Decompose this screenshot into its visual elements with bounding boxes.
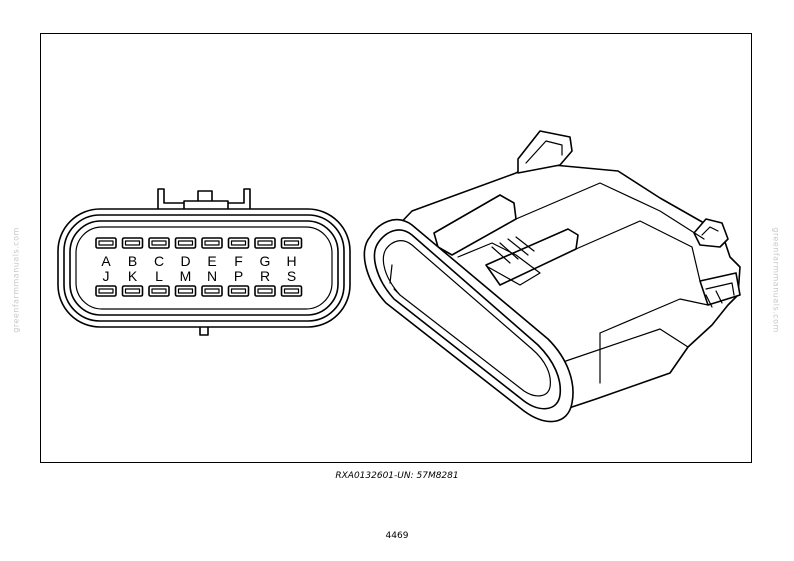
iso-front-face-inner-1 bbox=[373, 229, 562, 410]
iso-front-face-dash bbox=[389, 264, 401, 296]
pin-slot-inner-k bbox=[124, 288, 141, 294]
connector-isometric-view bbox=[363, 130, 741, 423]
pin-label-e: E bbox=[207, 253, 216, 269]
pin-label-a: A bbox=[101, 253, 111, 269]
pin-label-s: S bbox=[287, 268, 296, 284]
pin-label-j: J bbox=[103, 268, 110, 284]
pin-slot-inner-n bbox=[204, 288, 220, 294]
pin-slot-inner-p bbox=[230, 288, 247, 294]
face-seal-ring-3 bbox=[75, 226, 333, 310]
pin-slots bbox=[95, 237, 303, 297]
iso-front-face bbox=[363, 219, 574, 423]
page-number: 4469 bbox=[385, 531, 409, 541]
face-seal-ring-1 bbox=[63, 214, 345, 322]
diagram-frame bbox=[40, 33, 752, 463]
pin-slot-inner-d bbox=[177, 240, 194, 246]
iso-rear-latch bbox=[517, 130, 573, 174]
iso-body-edge-1 bbox=[515, 182, 705, 240]
iso-body-edge-2 bbox=[575, 220, 701, 282]
pin-slot-inner-g bbox=[257, 240, 273, 246]
iso-rib-hatch bbox=[491, 236, 535, 264]
iso-side-latch bbox=[693, 218, 729, 248]
pin-slot-inner-b bbox=[124, 240, 141, 246]
iso-rib-channel bbox=[457, 242, 541, 286]
pin-label-f: F bbox=[234, 253, 243, 269]
pin-slot-inner-r bbox=[257, 288, 273, 294]
pin-label-b: B bbox=[128, 253, 137, 269]
pin-label-l: L bbox=[155, 268, 163, 284]
face-seal-ring-2 bbox=[69, 220, 339, 316]
pin-slot-inner-f bbox=[230, 240, 247, 246]
iso-end-clip-slot bbox=[705, 290, 723, 308]
iso-end-clip bbox=[699, 272, 741, 306]
pin-slot-inner-j bbox=[98, 288, 114, 294]
pin-label-g: G bbox=[260, 253, 271, 269]
pin-slot-inner-m bbox=[177, 288, 194, 294]
pin-slot-inner-c bbox=[151, 240, 167, 246]
pin-label-p: P bbox=[234, 268, 243, 284]
iso-end-clip-inner bbox=[705, 282, 735, 296]
pin-slot-inner-a bbox=[98, 240, 114, 246]
pin-slot-inner-h bbox=[283, 240, 300, 246]
pin-slot-inner-e bbox=[204, 240, 220, 246]
pin-label-n: N bbox=[207, 268, 217, 284]
iso-body-edge-3 bbox=[599, 298, 709, 334]
iso-rear-latch-inner bbox=[525, 140, 563, 164]
pin-label-m: M bbox=[180, 268, 192, 284]
figure-caption: RXA0132601-UN: 57M8281 bbox=[335, 471, 459, 481]
pin-label-k: K bbox=[128, 268, 138, 284]
watermark-left: greenfarmmanuals.com bbox=[11, 227, 21, 333]
iso-body-edge-5 bbox=[559, 328, 689, 364]
pin-label-h: H bbox=[286, 253, 296, 269]
pin-label-d: D bbox=[180, 253, 190, 269]
iso-top-rib-2 bbox=[485, 228, 579, 286]
pin-label-r: R bbox=[260, 268, 270, 284]
pin-label-c: C bbox=[154, 253, 164, 269]
iso-side-latch-inner bbox=[701, 226, 719, 236]
pin-slot-inner-l bbox=[151, 288, 167, 294]
watermark-right: greenfarmmanuals.com bbox=[771, 227, 781, 333]
pin-slot-inner-s bbox=[283, 288, 300, 294]
